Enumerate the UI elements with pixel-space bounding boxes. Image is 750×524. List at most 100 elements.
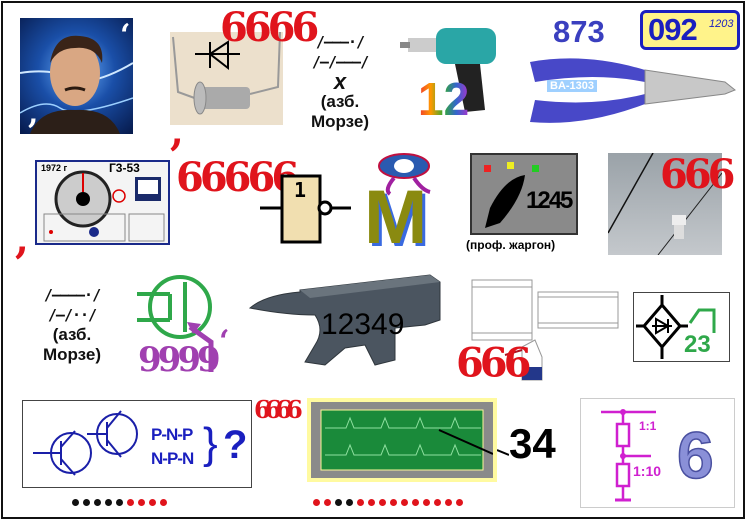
morse-note-2: Морзе) bbox=[42, 345, 102, 364]
bullet-icon bbox=[485, 175, 525, 228]
oscilloscope-icon bbox=[311, 402, 494, 478]
quotes-purple: 9999 bbox=[138, 340, 221, 380]
number-6: 6 bbox=[676, 417, 714, 493]
morse-line-1: /———·/ bbox=[315, 33, 365, 51]
badge-script: 1203 bbox=[709, 18, 734, 30]
generator-year: 1972 г bbox=[41, 163, 68, 173]
letter-dot bbox=[94, 499, 101, 506]
bridge-number: 23 bbox=[684, 331, 711, 358]
letter-dots-2 bbox=[313, 493, 467, 511]
morse-note-1: (азб. bbox=[320, 92, 360, 111]
letter-dot bbox=[313, 499, 320, 506]
letter-dot bbox=[445, 499, 452, 506]
morse-line-2: /—/———/ bbox=[311, 53, 369, 71]
letter-dot bbox=[423, 499, 430, 506]
letter-dot bbox=[379, 499, 386, 506]
letter-dot bbox=[160, 499, 167, 506]
quote-open: ‘ bbox=[120, 18, 131, 53]
oscilloscope-screen bbox=[307, 398, 497, 482]
fet-symbol: 9999 ‘ bbox=[135, 272, 235, 380]
phone-badge: 092 1203 bbox=[640, 10, 740, 50]
brace: } bbox=[203, 419, 218, 468]
jargon-caption: (проф. жаргон) bbox=[466, 238, 556, 252]
omega-icon bbox=[378, 153, 431, 196]
quote-open-purple: ‘ bbox=[219, 324, 230, 359]
drill-image: 12 bbox=[400, 20, 515, 128]
thyristor-symbol-icon bbox=[172, 31, 281, 115]
letter-dot bbox=[368, 499, 375, 506]
letter-dots-1 bbox=[72, 493, 171, 511]
morse-note-2: Морзе) bbox=[310, 112, 370, 131]
gate-label: 1 bbox=[294, 178, 307, 202]
letter-dot bbox=[346, 499, 353, 506]
morse-line-2: /—/··/ bbox=[47, 306, 97, 324]
letter-dot bbox=[105, 499, 112, 506]
diode-bridge-icon bbox=[636, 295, 716, 359]
pnp-label: P-N-P bbox=[151, 425, 193, 444]
badge-number: 092 bbox=[648, 12, 698, 47]
letter-m-image: M bbox=[362, 150, 457, 260]
letter-dot bbox=[72, 499, 79, 506]
comma-red: , bbox=[170, 108, 184, 155]
letter-dot bbox=[83, 499, 90, 506]
pointer-line bbox=[497, 449, 509, 456]
generator-dial-icon bbox=[43, 170, 165, 242]
letter-dot bbox=[116, 499, 123, 506]
transistor-types-box: P-N-P N-P-N } ? bbox=[22, 400, 252, 488]
letter-dot bbox=[434, 499, 441, 506]
morse-clue-2: /————·/ /—/··/ (азб. Морзе) bbox=[22, 285, 122, 365]
drill-icon bbox=[400, 28, 496, 112]
anvil-icon bbox=[248, 274, 441, 366]
voltage-divider-icon bbox=[601, 409, 656, 502]
ratio-1-1: 1:1 bbox=[639, 419, 657, 433]
generator-model: Г3-53 bbox=[109, 161, 140, 175]
not-gate-icon bbox=[260, 174, 351, 244]
question-mark: ? bbox=[223, 423, 248, 467]
screen-1245: 1245 bbox=[470, 153, 578, 235]
led-yellow bbox=[507, 162, 514, 169]
pliers-label: BA-1303 bbox=[547, 80, 598, 92]
letter-dot bbox=[456, 499, 463, 506]
quotes-red: 666 bbox=[660, 151, 735, 198]
oscilloscope-number: 34 bbox=[509, 420, 556, 467]
diode-photo bbox=[170, 31, 283, 125]
letter-dot bbox=[412, 499, 419, 506]
letter-dot bbox=[324, 499, 331, 506]
quote-comma: , bbox=[28, 96, 39, 131]
morse-note-1: (азб. bbox=[52, 325, 92, 344]
quotes-red: 6666 bbox=[220, 4, 319, 51]
screen-number: 1245 bbox=[526, 187, 573, 214]
drill-number: 12 bbox=[418, 73, 470, 125]
quotes-red: 6666 bbox=[254, 395, 303, 424]
logic-gate: 1 bbox=[258, 168, 353, 246]
anvil-number: 12349 bbox=[321, 308, 405, 341]
letter-dot bbox=[127, 499, 134, 506]
quotes-red: 66666 bbox=[176, 154, 299, 201]
anvil-image: 12349 bbox=[245, 270, 445, 370]
letter-dot bbox=[390, 499, 397, 506]
comma-red: , bbox=[15, 216, 29, 263]
letter-dot bbox=[335, 499, 342, 506]
big-letter-m: M bbox=[364, 175, 428, 260]
pliers-icon bbox=[530, 58, 736, 123]
diode-bridge: 23 bbox=[633, 292, 730, 362]
ratio-1-10: 1:10 bbox=[633, 463, 662, 479]
insulator-icon bbox=[607, 152, 723, 256]
insulator-photo bbox=[607, 152, 723, 256]
transistor-fet-icon bbox=[137, 275, 214, 372]
letter-dot bbox=[138, 499, 145, 506]
signal-generator: 1972 г Г3-53 bbox=[35, 160, 170, 245]
quotes-red: 999 bbox=[460, 337, 532, 384]
tesla-portrait: ‘ , bbox=[20, 18, 133, 134]
lathe-tool-icon bbox=[471, 279, 619, 381]
npn-label: N-P-N bbox=[151, 449, 194, 468]
bjt-transistors-icon bbox=[33, 410, 138, 476]
morse-line-1: /————·/ bbox=[43, 286, 101, 304]
voltage-divider-box: 1:1 1:10 6 bbox=[580, 398, 735, 508]
led-red bbox=[484, 165, 491, 172]
portrait-image bbox=[20, 35, 133, 134]
pliers-image: BA-1303 bbox=[525, 52, 737, 127]
morse-letter: x bbox=[333, 69, 347, 94]
letter-dot bbox=[401, 499, 408, 506]
